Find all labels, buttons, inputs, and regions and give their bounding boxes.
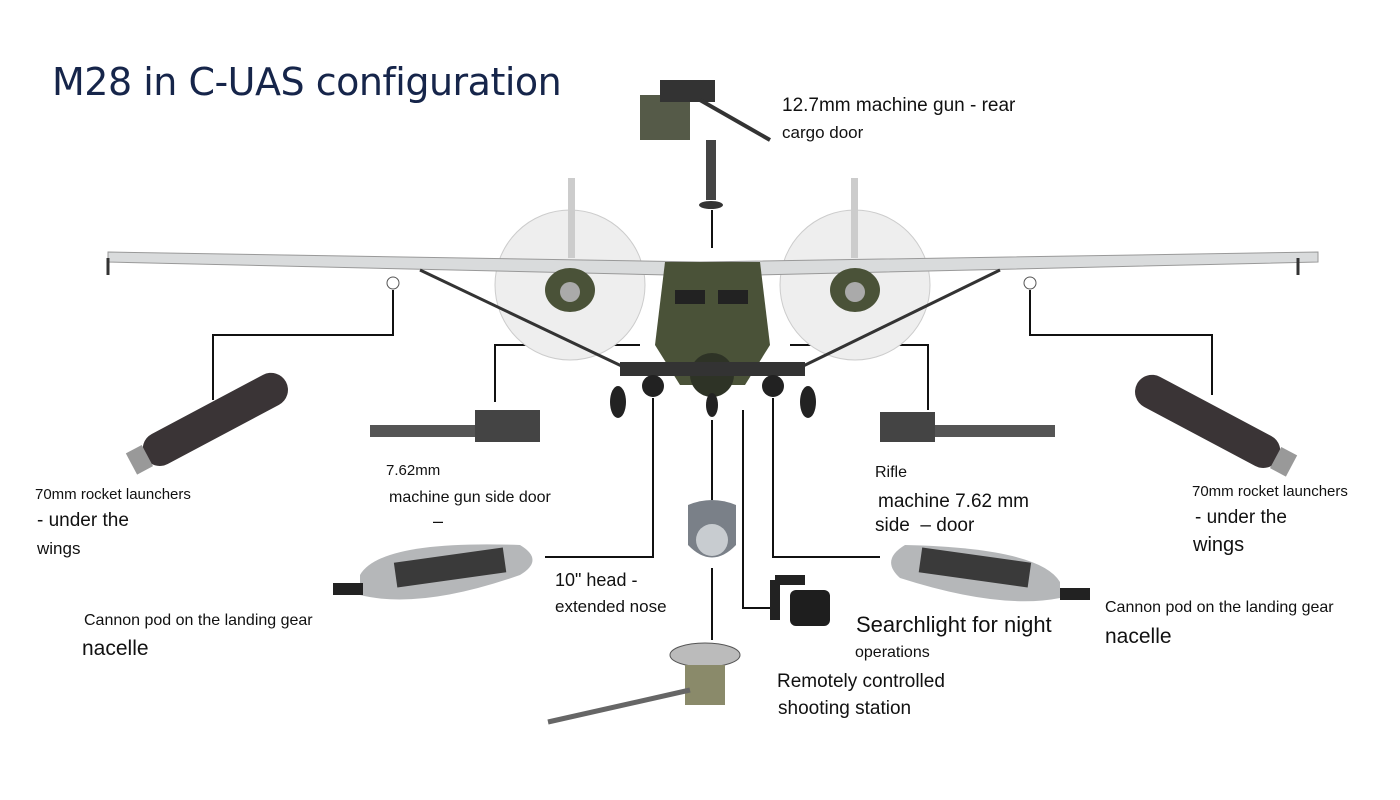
rear-gun-label: cargo door [782, 123, 864, 142]
mg-right-label: Rifle [875, 464, 908, 481]
mg-right-label: machine 7.62 mm [878, 491, 1030, 512]
mg-left-label: 7.62mm [386, 462, 441, 479]
rocket-launcher-left-image [125, 372, 288, 475]
station-label: shooting station [778, 698, 912, 719]
searchlight-image [770, 575, 830, 626]
connector-rocket-left [212, 290, 394, 400]
rocket-right-label: wings [1193, 534, 1245, 556]
page-title: M28 in C-UAS configuration [52, 60, 562, 104]
rocket-left-label: - under the [37, 510, 129, 531]
rocket-left-label: wings [37, 539, 81, 558]
pod-left-label: nacelle [82, 637, 149, 660]
pod-left-label: Cannon pod on the landing gear [84, 612, 313, 629]
rocket-left-label: 70mm rocket launchers [35, 486, 191, 503]
searchlight-label: operations [855, 644, 930, 661]
rocket-right-label: 70mm rocket launchers [1192, 483, 1348, 500]
connector-pod-left [545, 398, 654, 558]
cannon-pod-right-image [891, 545, 1090, 602]
mg-left-label: – [433, 511, 444, 531]
nose-label: 10" head - [555, 570, 638, 590]
connector-searchlight [742, 410, 770, 609]
minigun-left-image [370, 410, 540, 442]
rear-gun-label: 12.7mm machine gun - rear [782, 95, 1016, 116]
pod-right-label: Cannon pod on the landing gear [1105, 599, 1334, 616]
mg-left-label: machine gun side door [389, 489, 551, 506]
shooting-station-image [547, 642, 741, 725]
pod-right-label: nacelle [1105, 625, 1172, 648]
nose-label: extended nose [555, 597, 667, 616]
rear-machine-gun-image [640, 80, 771, 209]
aircraft-image [106, 178, 1319, 418]
mg-right-label: side – door [875, 515, 975, 536]
searchlight-label: Searchlight for night [856, 612, 1052, 637]
rocket-launcher-right-image [1135, 374, 1298, 477]
cannon-pod-left-image [333, 544, 533, 600]
station-label: Remotely controlled [777, 671, 945, 692]
nose-sensor-image [688, 500, 736, 558]
connector-pod-right [772, 398, 880, 558]
rocket-right-label: - under the [1195, 507, 1287, 528]
connector-rocket-right [1029, 290, 1213, 395]
minigun-right-image [880, 412, 1055, 442]
